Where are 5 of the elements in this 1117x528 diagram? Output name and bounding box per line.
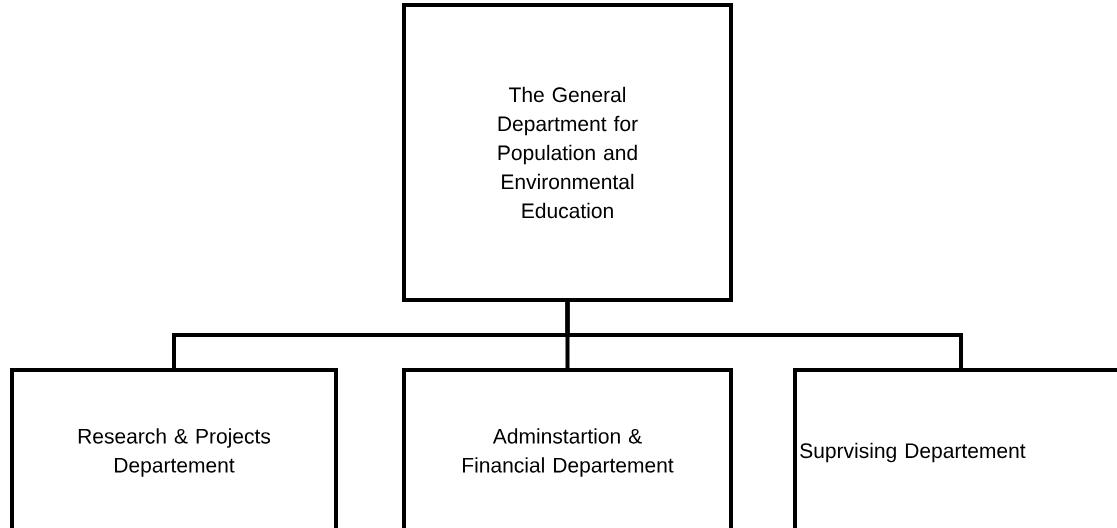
department-box: Research & Projects Departement (10, 368, 338, 528)
connector-line (565, 300, 963, 370)
department-box: Suprvising Departement (793, 368, 1117, 528)
department-box: The General Department for Population and Environmental Education (402, 3, 733, 302)
department-box: Adminstartion & Financial Departement (402, 368, 733, 528)
